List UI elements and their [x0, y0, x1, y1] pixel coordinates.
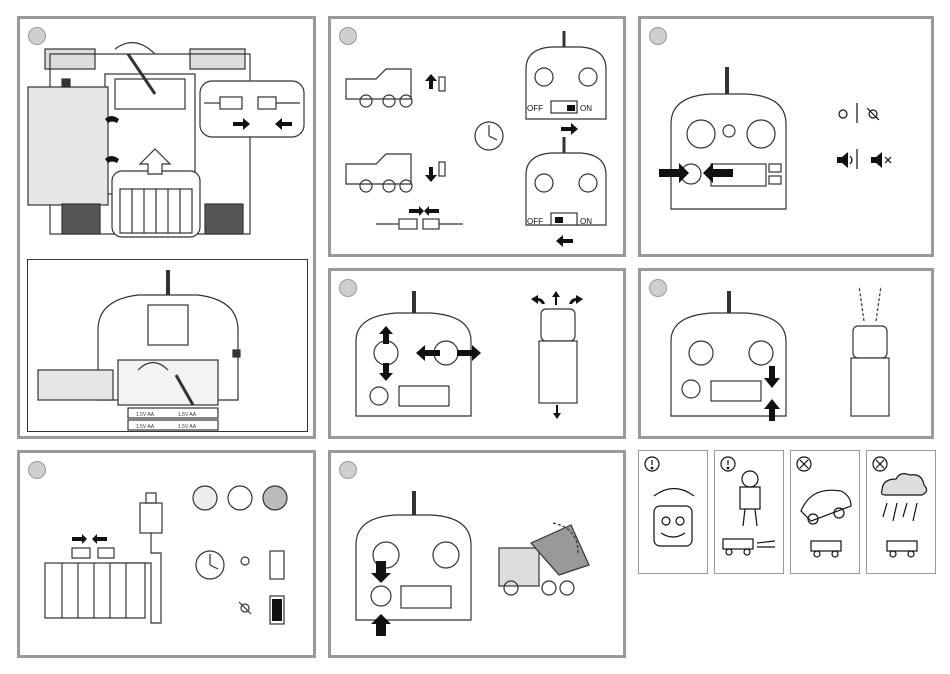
switch-on-label: ON	[580, 104, 592, 113]
warning-illustration	[639, 451, 709, 575]
panel-charging	[17, 450, 316, 658]
warning-panel-4	[866, 450, 936, 574]
warning-illustration	[791, 451, 861, 575]
steering-illustration	[331, 271, 629, 442]
remote-battery-frame: 1.5V AA 1.5V AA 1.5V AA 1.5V AA	[27, 259, 308, 432]
warning-panel-1	[638, 450, 708, 574]
panel-dump-bed	[328, 450, 626, 658]
warning-illustration	[715, 451, 785, 575]
panel-chassis-battery: 1.5V AA 1.5V AA 1.5V AA 1.5V AA	[17, 16, 316, 439]
light-sound-illustration	[641, 19, 937, 260]
switch-off-label: OFF	[527, 104, 543, 113]
switch-on-label: ON	[580, 217, 592, 226]
battery-cell-label: 1.5V AA	[136, 412, 155, 418]
throttle-illustration	[641, 271, 937, 442]
panel-power-switch: OFF ON OFF ON	[328, 16, 626, 257]
dump-bed-illustration	[331, 453, 629, 661]
panel-throttle	[638, 268, 934, 439]
warning-panel-3	[790, 450, 860, 574]
warning-panel-2	[714, 450, 784, 574]
battery-cell-label: 1.5V AA	[178, 424, 197, 430]
remote-battery-illustration: 1.5V AA 1.5V AA 1.5V AA 1.5V AA	[28, 260, 309, 433]
light-on-icon	[839, 110, 847, 118]
battery-cell-label: 1.5V AA	[136, 424, 155, 430]
panel-light-sound	[638, 16, 934, 257]
switch-off-label: OFF	[527, 217, 543, 226]
panel-steering	[328, 268, 626, 439]
charging-illustration	[20, 453, 319, 661]
power-switch-illustration: OFF ON OFF ON	[331, 19, 629, 260]
warning-illustration	[867, 451, 937, 575]
battery-cell-label: 1.5V AA	[178, 412, 197, 418]
